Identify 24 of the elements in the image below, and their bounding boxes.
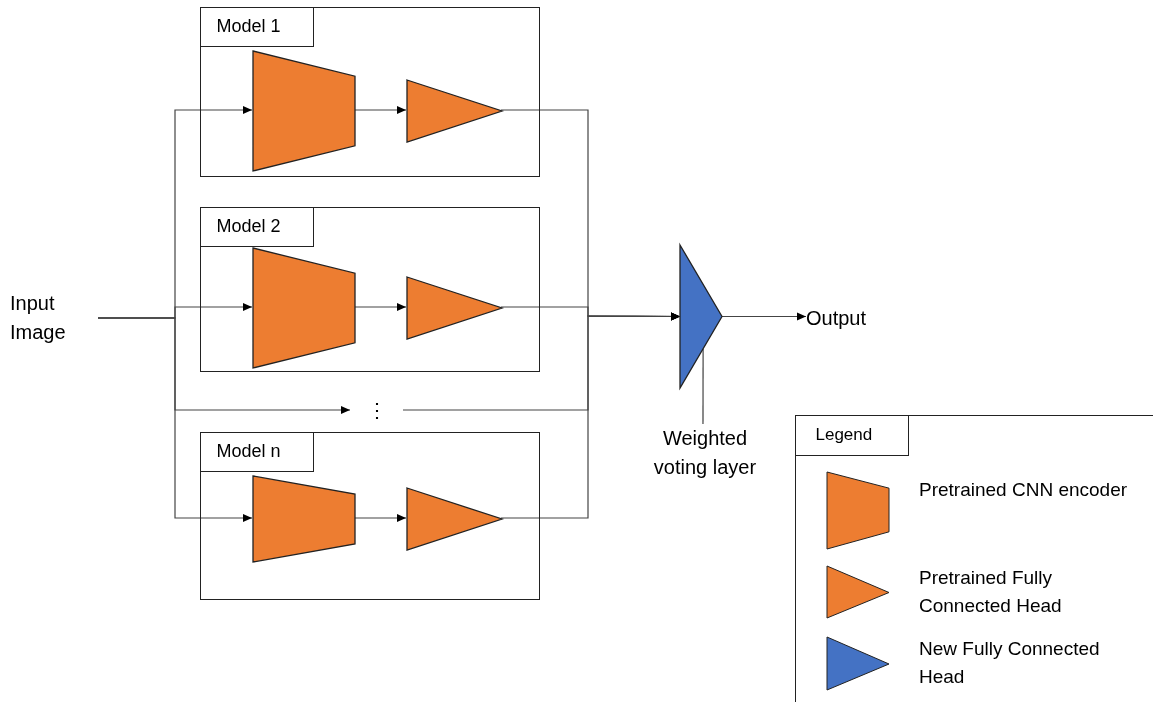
voting-layer-triangle xyxy=(680,245,722,388)
model-box xyxy=(200,7,540,177)
encoder-trapezoid xyxy=(253,248,355,368)
legend-label: New Fully Connected Head xyxy=(919,637,1101,689)
encoder-trapezoid xyxy=(253,476,355,562)
model-label: Model n xyxy=(199,431,314,472)
encoder-trapezoid xyxy=(253,51,355,171)
model-label: Model 2 xyxy=(199,206,314,247)
legend-label: Pretrained CNN encoder xyxy=(919,478,1129,502)
arrow xyxy=(500,312,681,519)
head-triangle xyxy=(407,80,502,142)
ellipsis-label: ⋮ xyxy=(366,400,387,420)
arrow xyxy=(97,317,253,522)
arrow xyxy=(721,312,807,321)
legend-label: Pretrained Fully Connected Head xyxy=(919,566,1063,618)
model-box xyxy=(200,432,540,600)
head-triangle xyxy=(407,488,502,550)
head-triangle xyxy=(407,277,502,339)
node-label: Input Image xyxy=(10,291,67,345)
model-box xyxy=(200,207,540,372)
model-label: Model 1 xyxy=(199,6,314,47)
node-label: Output xyxy=(806,305,867,331)
node-label: Weighted voting layer xyxy=(652,426,758,480)
legend-title: Legend xyxy=(794,414,909,456)
